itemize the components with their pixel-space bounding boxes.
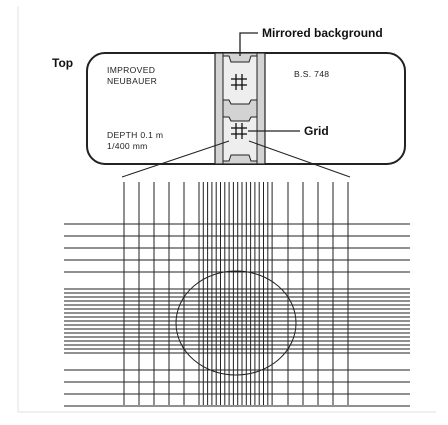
sample-circle — [175, 270, 297, 376]
grid-mark-lower — [231, 123, 247, 139]
mirrored-background-callout: Mirrored background — [239, 26, 383, 56]
magnified-counting-grid — [64, 182, 410, 407]
grid-mark-upper — [231, 74, 247, 90]
grid-label: Grid — [304, 124, 329, 138]
magnification-line-left — [121, 140, 230, 178]
slide-model: B.S. 748 — [294, 69, 329, 79]
mirrored-background-upper — [222, 55, 258, 105]
mirrored-background-label: Mirrored background — [262, 26, 383, 40]
slide-depth: DEPTH 0.1 m — [107, 130, 163, 140]
mirrored-background-lower — [222, 116, 258, 162]
slide-brand-line2: NEUBAUER — [107, 76, 157, 86]
counting-chamber-slide: IMPROVED NEUBAUER B.S. 748 DEPTH 0.1 m 1… — [86, 52, 406, 165]
slide-brand-line1: IMPROVED — [107, 65, 155, 75]
top-view-label: Top — [52, 56, 73, 70]
grid-callout: Grid — [248, 124, 329, 138]
magnification-line-right — [248, 140, 351, 178]
mirrored-background-leader — [239, 32, 258, 56]
slide-area: 1/400 mm — [107, 141, 148, 151]
